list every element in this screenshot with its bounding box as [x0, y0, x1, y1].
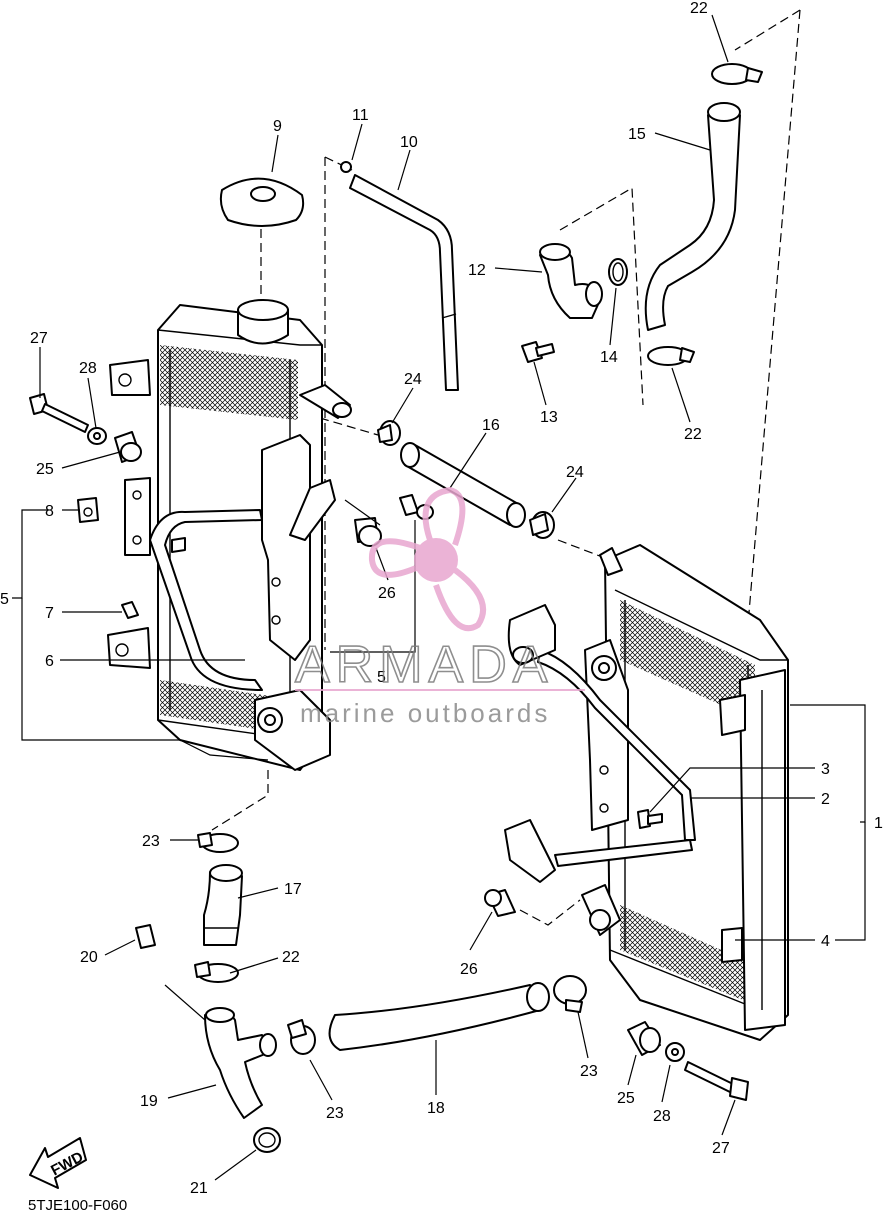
- hose-clamp-22-mid: [647, 346, 695, 366]
- callout-23-lower-right: 23: [580, 1063, 598, 1080]
- hose-clamp-22-lower: [194, 961, 239, 983]
- callout-18: 18: [427, 1100, 445, 1117]
- fwd-arrow: FWD: [29, 1137, 87, 1189]
- washer-right: [665, 1042, 685, 1062]
- callout-4: 4: [821, 933, 830, 950]
- o-ring-21: [253, 1127, 281, 1153]
- callout-21: 21: [190, 1180, 208, 1197]
- callout-25-left: 25: [36, 461, 54, 478]
- callout-15: 15: [628, 126, 646, 143]
- callout-22-top: 22: [690, 0, 708, 17]
- collar-26-top: [354, 517, 382, 547]
- leader-lines: [12, 14, 866, 1181]
- radiator-cap: [219, 177, 305, 227]
- grommet-left: [114, 431, 142, 463]
- callout-26-lower: 26: [460, 961, 478, 978]
- callout-5-mid: 5: [377, 669, 386, 686]
- bolt-3: [637, 809, 663, 829]
- grommet-right: [627, 1021, 661, 1056]
- callout-27-right: 27: [712, 1140, 730, 1157]
- bolt-left: [29, 393, 89, 433]
- callout-20: 20: [80, 949, 98, 966]
- callout-10: 10: [400, 134, 418, 151]
- joint-pipe-19: [204, 1007, 277, 1119]
- mount-bracket-left: [289, 479, 336, 541]
- callout-1: 1: [874, 815, 883, 832]
- o-ring-14: [608, 258, 628, 286]
- watermark: ARMADA marine outboards: [294, 486, 585, 728]
- hose-clamp-22-top: [711, 63, 763, 85]
- lower-hose-18: [328, 982, 550, 1051]
- callout-16: 16: [482, 417, 500, 434]
- hose-clamp-23-lower-left: [287, 1019, 316, 1055]
- clip-nut: [77, 497, 99, 523]
- callout-19: 19: [140, 1093, 158, 1110]
- bolt-20: [135, 924, 156, 949]
- callout-8: 8: [45, 503, 54, 520]
- breather-hose: [349, 174, 459, 391]
- callout-22-mid: 22: [684, 426, 702, 443]
- callout-22-lower: 22: [282, 949, 300, 966]
- callout-14: 14: [600, 349, 618, 366]
- hose-clamp-23-lower-right: [553, 975, 587, 1013]
- lower-hose-17: [203, 864, 243, 946]
- callout-23-upper: 23: [142, 833, 160, 850]
- callout-3: 3: [821, 761, 830, 778]
- bolt-13: [521, 341, 555, 363]
- watermark-brand: ARMADA: [295, 636, 553, 694]
- callout-6: 6: [45, 653, 54, 670]
- watermark-tagline: marine outboards: [300, 698, 550, 728]
- connecting-hose: [400, 442, 526, 528]
- callout-9: 9: [273, 118, 282, 135]
- callout-17: 17: [284, 881, 302, 898]
- hose-clip-small: [340, 161, 352, 173]
- upper-hose-right: [644, 102, 741, 331]
- callout-11: 11: [352, 107, 369, 124]
- propeller-logo: [368, 486, 486, 632]
- callout-27-left: 27: [30, 330, 48, 347]
- bolt-7: [121, 601, 139, 619]
- collar-26-lower: [484, 889, 516, 917]
- diagram-code: 5TJE100-F060: [28, 1197, 127, 1211]
- callout-7: 7: [45, 605, 54, 622]
- callout-13: 13: [540, 409, 558, 426]
- bolt-right: [684, 1061, 749, 1101]
- radiator-pipe: [149, 509, 263, 691]
- callout-26-top: 26: [378, 585, 396, 602]
- hose-clamp-24-left: [377, 420, 401, 446]
- hose-clamp-24-right: [529, 511, 555, 539]
- callout-28-right: 28: [653, 1108, 671, 1125]
- callout-24-right: 24: [566, 464, 584, 481]
- washer-left: [87, 427, 107, 445]
- callout-24-left: 24: [404, 371, 422, 388]
- callout-12: 12: [468, 262, 486, 279]
- callout-25-right: 25: [617, 1090, 635, 1107]
- right-radiator-pipe: [504, 604, 696, 936]
- water-elbow: [539, 243, 603, 319]
- hose-clamp-23-upper: [197, 832, 239, 853]
- callout-23-lower-left: 23: [326, 1105, 344, 1122]
- callout-5-left: 5: [0, 591, 9, 608]
- callout-28-left: 28: [79, 360, 97, 377]
- callout-2: 2: [821, 791, 830, 808]
